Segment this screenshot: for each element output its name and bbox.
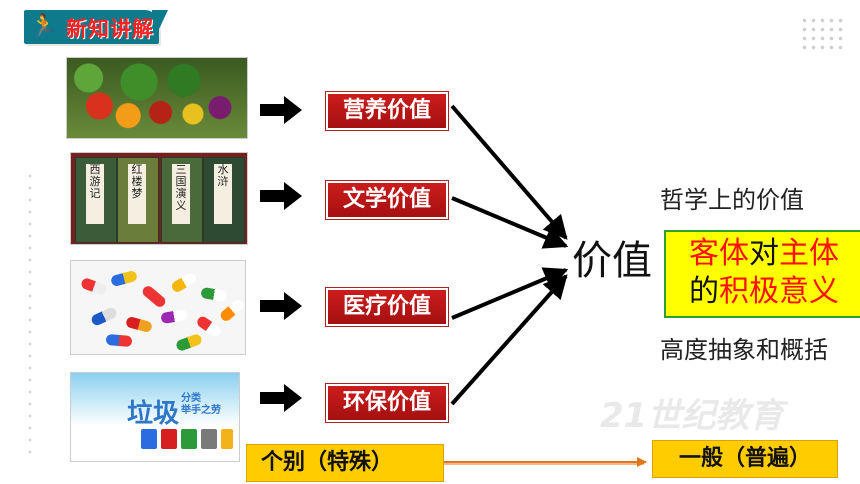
philosophy-heading: 哲学上的价值 xyxy=(660,186,804,214)
dot-grid-decoration xyxy=(800,16,846,54)
classic-novels-image: 西游记 红楼梦 三国演义 水浒 xyxy=(70,152,248,245)
particular-box: 个别（特殊） xyxy=(246,444,444,482)
garbage-subtitle: 分类 举手之劳 xyxy=(181,393,221,416)
dot-column-decoration xyxy=(27,170,33,460)
medicine-pills-image xyxy=(70,260,246,355)
block-arrows xyxy=(260,96,302,412)
garbage-sorting-image: 垃圾 分类 举手之劳 xyxy=(70,372,240,462)
definition-line-2: 的积极意义 xyxy=(689,274,839,309)
section-badge-tail xyxy=(152,10,168,44)
book-title: 红楼梦 xyxy=(128,164,146,224)
label-medical-value: 医疗价值 xyxy=(325,287,449,327)
label-literary-value: 文学价值 xyxy=(325,180,449,220)
abstraction-note: 高度抽象和概括 xyxy=(660,336,828,364)
runner-icon: 🏃 xyxy=(30,14,58,39)
label-nutrition-value: 营养价值 xyxy=(325,91,449,131)
definition-line-1: 客体对主体 xyxy=(689,236,839,271)
book-title: 水浒 xyxy=(214,164,232,224)
watermark: 21世纪教育 xyxy=(600,396,784,436)
vegetables-image xyxy=(66,57,248,139)
section-badge xyxy=(24,10,159,44)
section-title: 新知讲解 xyxy=(66,17,154,41)
definition-box: 客体对主体 的积极意义 xyxy=(664,230,860,318)
book-title: 三国演义 xyxy=(172,164,190,224)
label-environmental-value: 环保价值 xyxy=(325,383,449,423)
general-box: 一般（普遍） xyxy=(652,440,838,478)
value-center-word: 价值 xyxy=(572,238,652,284)
book-title: 西游记 xyxy=(86,164,104,224)
garbage-title: 垃圾 xyxy=(127,399,180,429)
